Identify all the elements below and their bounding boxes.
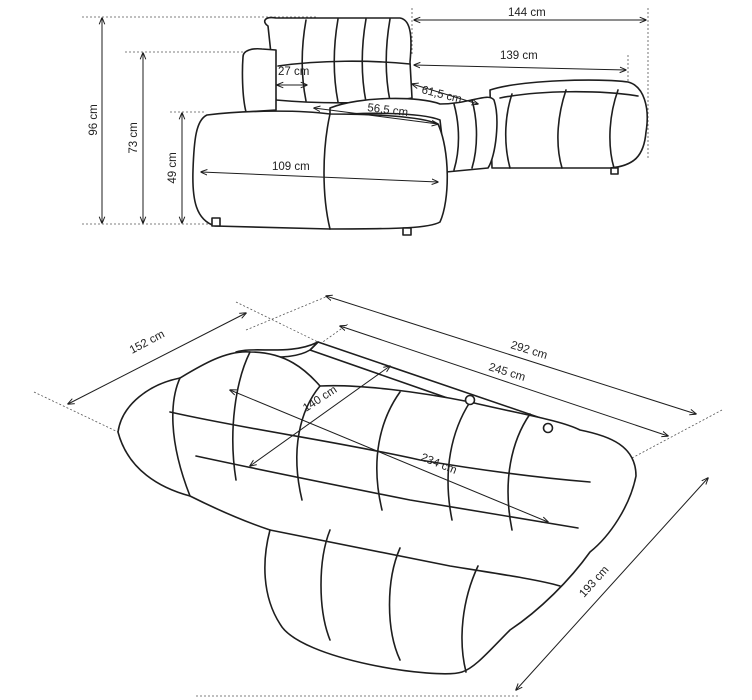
seat-cushions-top xyxy=(117,351,637,675)
label-height-seat: 49 cm xyxy=(167,152,179,183)
dim-depth xyxy=(68,313,246,404)
top-view: 152 cm 292 cm 245 cm 140 cm 234 cm 193 c… xyxy=(33,295,723,697)
label-total-length: 292 cm xyxy=(509,339,549,362)
button-hole xyxy=(464,394,476,406)
label-seat-depth: 56,5 cm xyxy=(367,102,409,119)
button-hole xyxy=(542,422,554,434)
dim-chaise-depth xyxy=(201,172,438,182)
label-height-back: 73 cm xyxy=(128,122,140,153)
label-seat-length: 245 cm xyxy=(487,361,527,384)
armrest xyxy=(241,47,277,113)
label-chaise-width-outer: 144 cm xyxy=(508,7,546,19)
label-chaise-depth: 193 cm xyxy=(577,564,611,600)
dim-seat-depth xyxy=(314,108,438,124)
dim-chaise-length xyxy=(230,390,548,522)
chaise-section xyxy=(489,79,648,175)
ext-line xyxy=(245,295,329,331)
label-chaise-width-inner: 139 cm xyxy=(500,50,538,62)
dim-chaise-depth xyxy=(516,478,708,690)
label-chaise-depth: 109 cm xyxy=(272,161,310,173)
dim-chaise-width-inner xyxy=(414,65,626,70)
dim-chaise-seat-depth xyxy=(412,84,478,104)
label-armrest: 27 cm xyxy=(278,66,309,78)
ext-line xyxy=(235,301,319,343)
ext-line xyxy=(33,391,119,433)
side-view: 96 cm 73 cm 49 cm 27 cm 109 cm 56,5 cm 6… xyxy=(82,7,649,236)
dim-seat-length xyxy=(340,326,668,436)
label-height-total: 96 cm xyxy=(88,104,100,135)
label-depth: 152 cm xyxy=(128,328,167,356)
ext-line xyxy=(631,409,723,459)
back-cushions xyxy=(263,16,413,104)
